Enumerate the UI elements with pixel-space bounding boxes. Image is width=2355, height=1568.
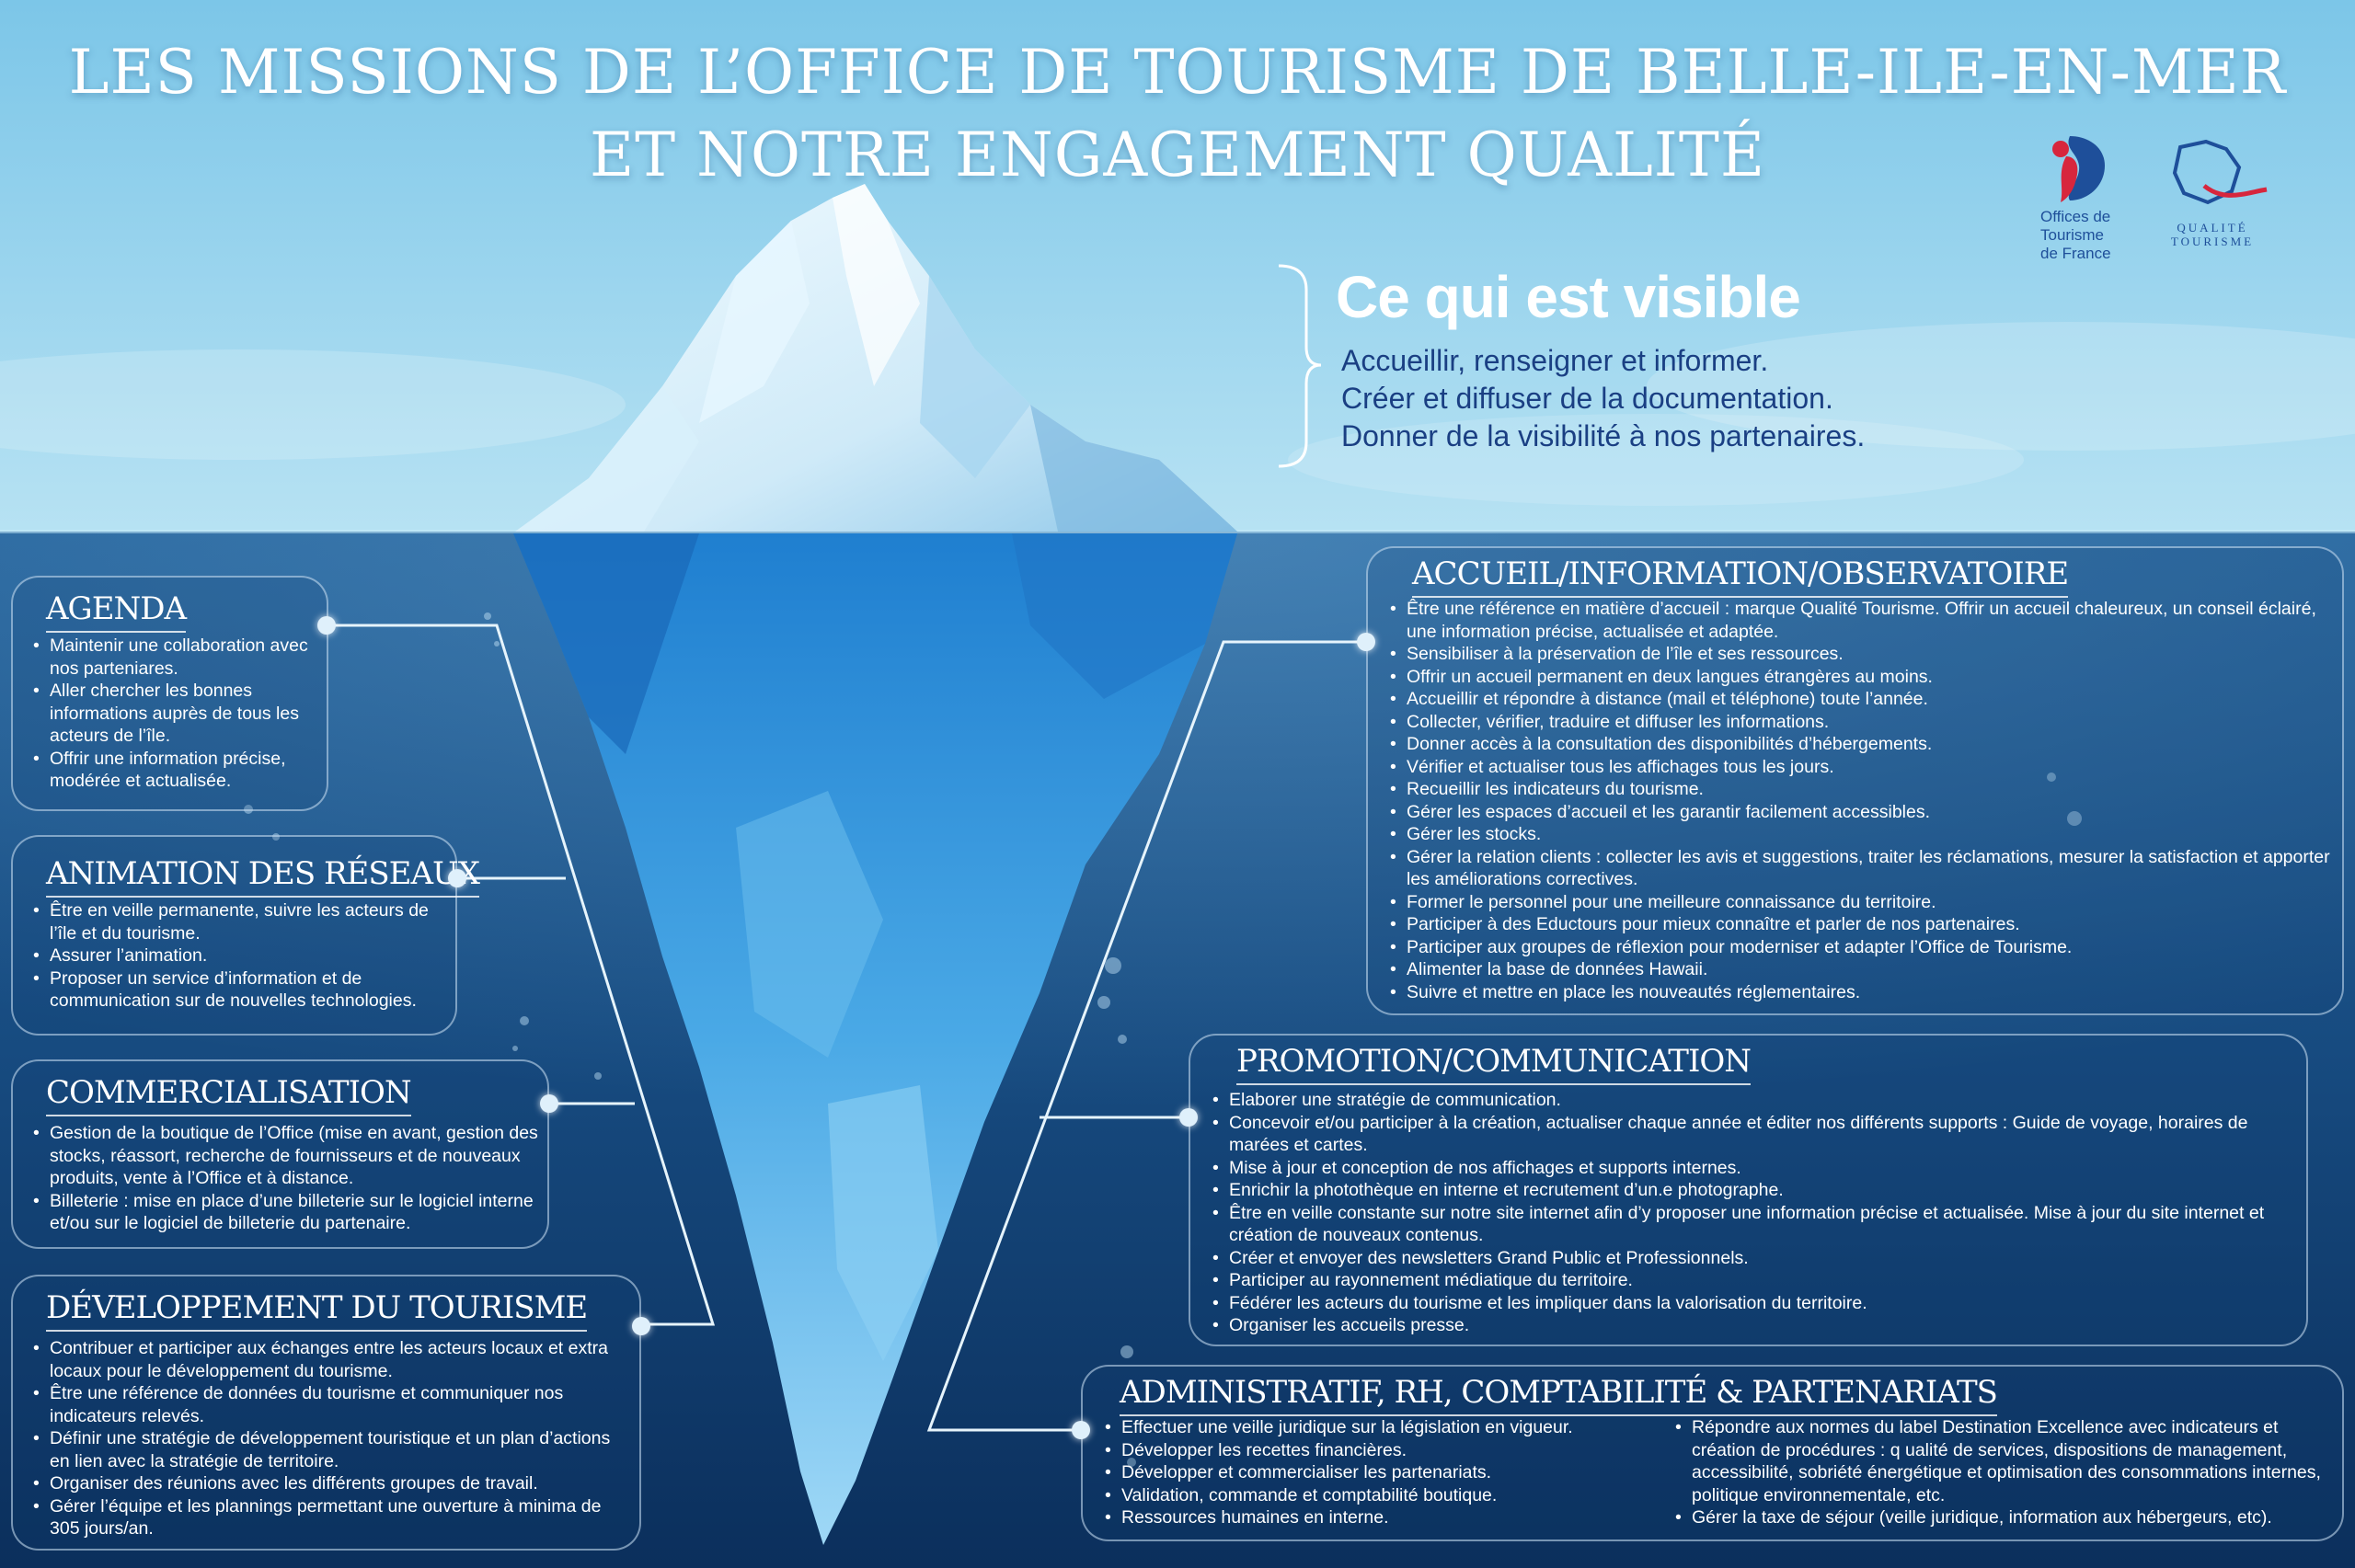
connector-dot-commercialisation (540, 1094, 558, 1113)
list-item: Créer et envoyer des newsletters Grand P… (1211, 1247, 2296, 1270)
list-item: Concevoir et/ou participer à la création… (1211, 1112, 2296, 1157)
list-item: Vérifier et actualiser tous les affichag… (1388, 756, 2336, 779)
offices-de-tourisme-de-france-logo: Offices de Tourisme de France (2033, 129, 2143, 276)
list-item: Proposer un service d’information et de … (31, 967, 450, 1013)
animation-reseaux-title: ANIMATION DES RÉSEAUX (46, 855, 480, 898)
visible-list: Accueillir, renseigner et informer. Crée… (1341, 342, 1865, 455)
list-item: Répondre aux normes du label Destination… (1673, 1416, 2331, 1506)
list-item: Être une référence en matière d’accueil … (1388, 598, 2336, 643)
commercialisation-list: Gestion de la boutique de l’Office (mise… (31, 1122, 542, 1235)
page-title-line1: LES MISSIONS DE L’OFFICE DE TOURISME DE … (68, 37, 2287, 108)
visible-item: Donner de la visibilité à nos partenaire… (1341, 419, 1866, 452)
qualite-tourisme-logo: QUALITÉ TOURISME (2153, 136, 2272, 265)
visible-bracket-icon (1278, 264, 1322, 468)
list-item: Participer au rayonnement médiatique du … (1211, 1269, 2296, 1292)
connector-dot-developpement (632, 1317, 650, 1335)
list-item: Aller chercher les bonnes informations a… (31, 680, 316, 748)
administratif-title: ADMINISTRATIF, RH, COMPTABILITÉ & PARTEN… (1120, 1374, 1998, 1416)
accueil-information-list: Être une référence en matière d’accueil … (1388, 598, 2336, 1003)
list-item: Donner accès à la consultation des dispo… (1388, 733, 2336, 756)
list-item: Validation, commande et comptabilité bou… (1103, 1484, 1646, 1507)
connector-dot-administratif (1072, 1421, 1090, 1439)
list-item: Participer à des Eductours pour mieux co… (1388, 913, 2336, 936)
list-item: Assurer l’animation. (31, 944, 450, 967)
list-item: Mise à jour et conception de nos afficha… (1211, 1157, 2296, 1180)
list-item: Alimenter la base de données Hawaii. (1388, 958, 2336, 981)
list-item: Sensibiliser à la préservation de l’île … (1388, 643, 2336, 666)
administratif-list-left: Effectuer une veille juridique sur la lé… (1103, 1416, 1646, 1529)
list-item: Gérer l’équipe et les plannings permetta… (31, 1495, 634, 1540)
list-item: Organiser des réunions avec les différen… (31, 1472, 634, 1495)
list-item: Collecter, vérifier, traduire et diffuse… (1388, 711, 2336, 734)
developpement-tourisme-box: DÉVELOPPEMENT DU TOURISME Contribuer et … (11, 1275, 641, 1551)
agenda-title: AGENDA (46, 590, 187, 633)
otf-text-line3: de France (2040, 245, 2111, 262)
promotion-communication-list: Elaborer une stratégie de communication.… (1211, 1089, 2296, 1337)
list-item: Organiser les accueils presse. (1211, 1314, 2296, 1337)
qt-text-line1: QUALITÉ (2177, 221, 2248, 235)
list-item: Être en veille constante sur notre site … (1211, 1202, 2296, 1247)
list-item: Effectuer une veille juridique sur la lé… (1103, 1416, 1646, 1439)
list-item: Développer et commercialiser les partena… (1103, 1461, 1646, 1484)
connector-dot-animation (448, 869, 466, 887)
list-item: Offrir un accueil permanent en deux lang… (1388, 666, 2336, 689)
list-item: Participer aux groupes de réflexion pour… (1388, 936, 2336, 959)
list-item: Gérer les stocks. (1388, 823, 2336, 846)
qt-text-line2: TOURISME (2170, 235, 2255, 248)
accueil-information-title: ACCUEIL/INFORMATION/OBSERVATOIRE (1412, 555, 2069, 598)
accueil-information-box: ACCUEIL/INFORMATION/OBSERVATOIRE Être un… (1366, 546, 2344, 1015)
administratif-box: ADMINISTRATIF, RH, COMPTABILITÉ & PARTEN… (1081, 1365, 2344, 1541)
list-item: Définir une stratégie de développement t… (31, 1427, 634, 1472)
animation-reseaux-list: Être en veille permanente, suivre les ac… (31, 899, 450, 1013)
list-item: Gestion de la boutique de l’Office (mise… (31, 1122, 542, 1190)
promotion-communication-title: PROMOTION/COMMUNICATION (1236, 1043, 1752, 1085)
agenda-box: AGENDA Maintenir une collaboration avec … (11, 576, 328, 811)
list-item: Gérer les espaces d’accueil et les garan… (1388, 801, 2336, 824)
promotion-communication-box: PROMOTION/COMMUNICATION Elaborer une str… (1189, 1034, 2308, 1346)
visible-item: Accueillir, renseigner et informer. (1341, 344, 1769, 377)
list-item: Développer les recettes financières. (1103, 1439, 1646, 1462)
page-title-line2: ET NOTRE ENGAGEMENT QUALITÉ (589, 120, 1766, 190)
connector-dot-promotion (1179, 1108, 1198, 1127)
list-item: Fédérer les acteurs du tourisme et les i… (1211, 1292, 2296, 1315)
list-item: Offrir une information précise, modérée … (31, 748, 316, 793)
connector-dot-accueil (1357, 633, 1375, 651)
visible-section-title: Ce qui est visible (1336, 264, 1801, 330)
list-item: Ressources humaines en interne. (1103, 1506, 1646, 1529)
list-item: Gérer la taxe de séjour (veille juridiqu… (1673, 1506, 2331, 1529)
connector-dot-agenda (317, 616, 336, 635)
qualite-tourisme-icon (2172, 139, 2268, 205)
list-item: Recueillir les indicateurs du tourisme. (1388, 778, 2336, 801)
commercialisation-box: COMMERCIALISATION Gestion de la boutique… (11, 1059, 549, 1249)
agenda-list: Maintenir une collaboration avec nos par… (31, 635, 316, 793)
developpement-tourisme-list: Contribuer et participer aux échanges en… (31, 1337, 634, 1540)
list-item: Billeterie : mise en place d’une billete… (31, 1190, 542, 1235)
list-item: Maintenir une collaboration avec nos par… (31, 635, 316, 680)
list-item: Suivre et mettre en place les nouveautés… (1388, 981, 2336, 1004)
animation-reseaux-box: ANIMATION DES RÉSEAUX Être en veille per… (11, 835, 480, 1036)
developpement-tourisme-title: DÉVELOPPEMENT DU TOURISME (46, 1289, 588, 1332)
administratif-list-right: Répondre aux normes du label Destination… (1673, 1416, 2331, 1529)
list-item: Être une référence de données du tourism… (31, 1382, 634, 1427)
list-item: Enrichir la photothèque en interne et re… (1211, 1179, 2296, 1202)
otf-text-line2: Tourisme (2040, 226, 2104, 244)
list-item: Former le personnel pour une meilleure c… (1388, 891, 2336, 914)
list-item: Être en veille permanente, suivre les ac… (31, 899, 450, 944)
list-item: Gérer la relation clients : collecter le… (1388, 846, 2336, 891)
otf-text-line1: Offices de (2040, 208, 2111, 225)
otf-logo-icon (2052, 136, 2105, 202)
list-item: Accueillir et répondre à distance (mail … (1388, 688, 2336, 711)
visible-item: Créer et diffuser de la documentation. (1341, 382, 1833, 415)
list-item: Contribuer et participer aux échanges en… (31, 1337, 634, 1382)
commercialisation-title: COMMERCIALISATION (46, 1074, 412, 1116)
list-item: Elaborer une stratégie de communication. (1211, 1089, 2296, 1112)
